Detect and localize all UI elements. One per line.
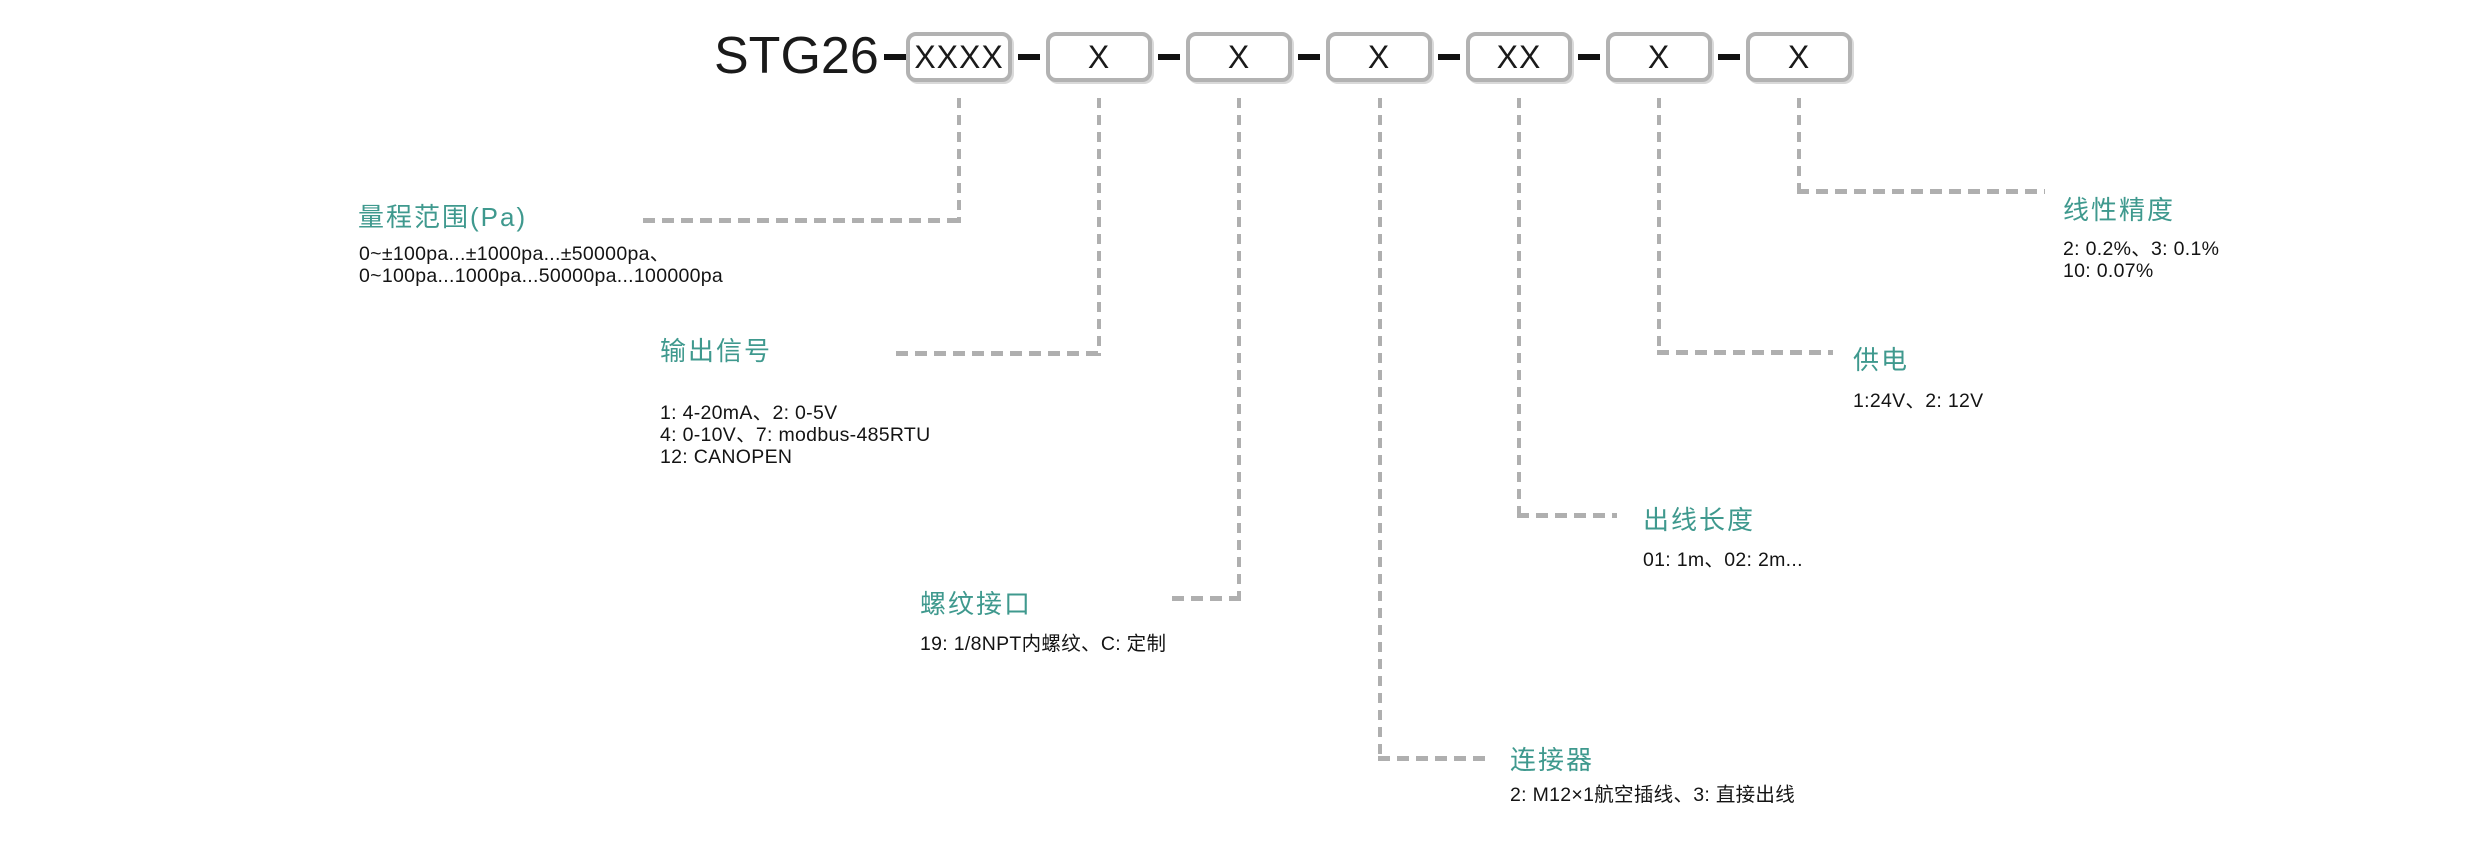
option-line: 4: 0-10V、7: modbus-485RTU: [660, 424, 931, 446]
connector-hline-cable-length: [1517, 513, 1617, 518]
option-line: 12: CANOPEN: [660, 446, 793, 468]
connector-hline-connector: [1378, 756, 1488, 761]
code-separator-dash: [1578, 54, 1600, 60]
field-label-cable-length: 出线长度: [1643, 505, 1756, 535]
code-box-linear-accuracy: X: [1746, 32, 1852, 82]
connector-vline-range: [957, 98, 961, 223]
code-separator-dash: [1718, 54, 1740, 60]
option-line: 01: 1m、02: 2m...: [1643, 549, 1803, 571]
model-prefix: STG26: [714, 27, 879, 85]
field-options-thread-interface: 19: 1/8NPT内螺纹、C: 定制: [920, 633, 1166, 655]
option-line: 1:24V、2: 12V: [1853, 390, 1984, 412]
code-separator-dash: [1018, 54, 1040, 60]
code-box-thread-interface: X: [1186, 32, 1292, 82]
connector-hline-power-supply: [1657, 350, 1833, 355]
field-label-range: 量程范围(Pa): [358, 202, 528, 232]
option-line: 0~±100pa...±1000pa...±50000pa、: [359, 243, 670, 265]
option-line: 1: 4-20mA、2: 0-5V: [660, 402, 838, 424]
field-label-power-supply: 供电: [1853, 345, 1910, 375]
connector-vline-output-signal: [1097, 98, 1101, 356]
connector-hline-thread-interface: [1172, 596, 1241, 601]
code-box-power-supply: X: [1606, 32, 1712, 82]
option-line: 2: 0.2%、3: 0.1%: [2063, 238, 2220, 260]
connector-vline-thread-interface: [1237, 98, 1241, 601]
connector-vline-connector: [1378, 98, 1382, 761]
code-separator-dash: [1158, 54, 1180, 60]
connector-vline-cable-length: [1517, 98, 1521, 518]
code-separator-dash: [1438, 54, 1460, 60]
field-label-thread-interface: 螺纹接口: [920, 589, 1033, 619]
option-line: 2: M12×1航空插线、3: 直接出线: [1510, 784, 1796, 806]
connector-hline-range: [643, 218, 961, 223]
option-line: 19: 1/8NPT内螺纹、C: 定制: [920, 633, 1167, 655]
connector-hline-output-signal: [896, 351, 1101, 356]
code-box-cable-length: XX: [1466, 32, 1572, 82]
field-options-connector: 2: M12×1航空插线、3: 直接出线: [1510, 784, 1795, 806]
code-separator-dash: [1298, 54, 1320, 60]
connector-vline-power-supply: [1657, 98, 1661, 355]
code-box-output-signal: X: [1046, 32, 1152, 82]
connector-hline-linear-accuracy: [1797, 189, 2045, 194]
field-options-range: 0~±100pa...±1000pa...±50000pa、 0~100pa..…: [359, 243, 723, 287]
field-options-output-signal: 1: 4-20mA、2: 0-5V 4: 0-10V、7: modbus-485…: [660, 402, 931, 468]
connector-vline-linear-accuracy: [1797, 98, 1801, 194]
option-line: 10: 0.07%: [2063, 260, 2154, 282]
field-options-cable-length: 01: 1m、02: 2m...: [1643, 549, 1803, 571]
field-options-power-supply: 1:24V、2: 12V: [1853, 390, 1983, 412]
option-line: 0~100pa...1000pa...50000pa...100000pa: [359, 265, 724, 287]
field-label-output-signal: 输出信号: [660, 336, 773, 366]
code-separator-dash: [884, 54, 906, 60]
field-label-linear-accuracy: 线性精度: [2063, 195, 2176, 225]
field-options-linear-accuracy: 2: 0.2%、3: 0.1% 10: 0.07%: [2063, 238, 2219, 282]
code-box-range: XXXX: [906, 32, 1012, 82]
code-box-connector: X: [1326, 32, 1432, 82]
field-label-connector: 连接器: [1510, 745, 1595, 775]
